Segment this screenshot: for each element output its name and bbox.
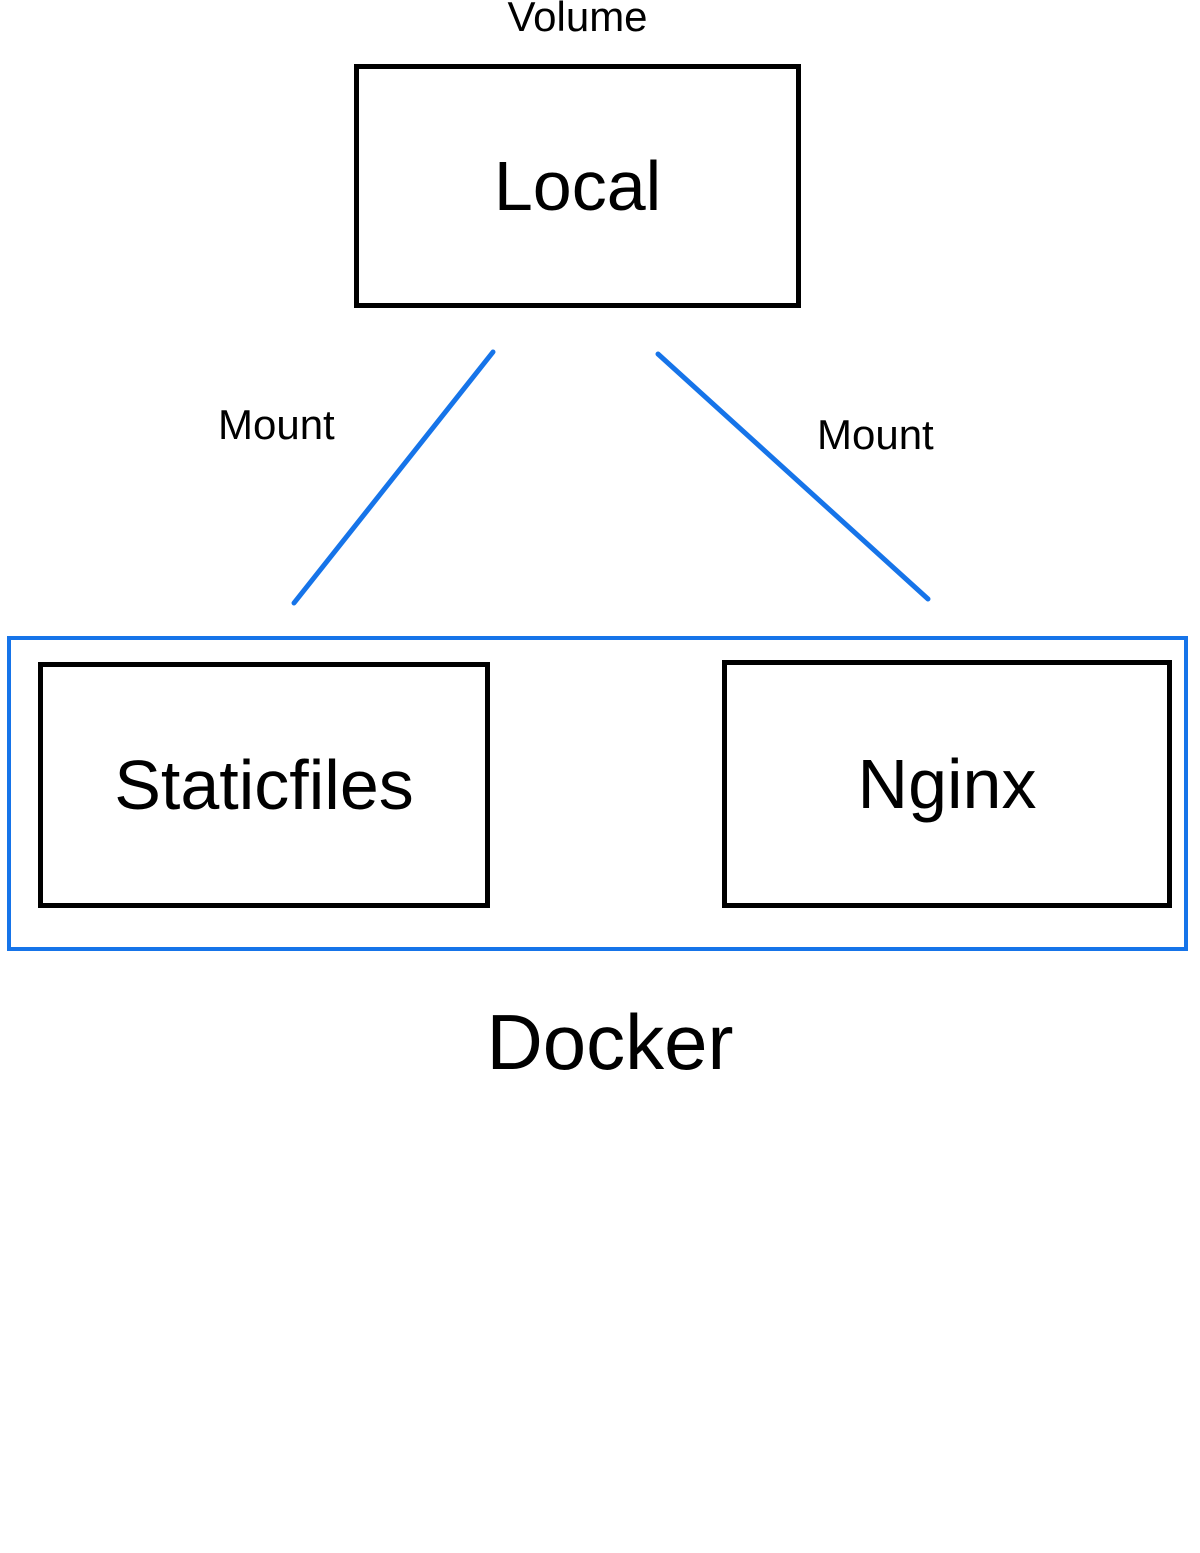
docker-container: Staticfiles Nginx [7,636,1188,951]
staticfiles-node-label: Staticfiles [114,745,414,824]
nginx-node: Nginx [722,660,1172,908]
mount-label-right: Mount [817,411,934,458]
volume-label: Volume [507,0,648,40]
mount-line-left [291,349,496,606]
mount-label-left: Mount [218,401,335,448]
nginx-node-label: Nginx [857,744,1037,823]
docker-label: Docker [486,998,734,1086]
local-node: Local [354,64,801,308]
mount-line-right [655,351,931,602]
local-node-label: Local [493,146,662,225]
staticfiles-node: Staticfiles [38,662,490,908]
